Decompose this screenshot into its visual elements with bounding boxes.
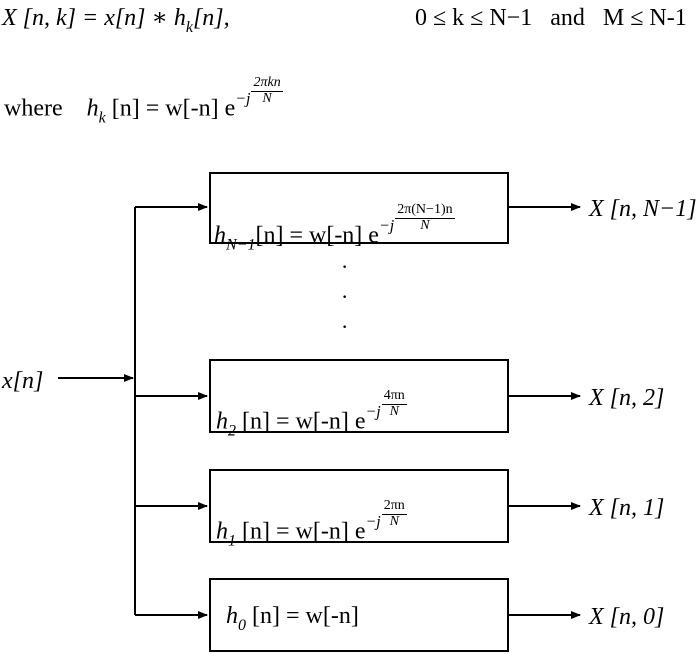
filter-h: h	[214, 222, 226, 249]
filter-exponent: −j	[365, 513, 381, 531]
output-label-n-1: X [n, N−1]	[589, 196, 697, 222]
ellipsis-dot-3: ·	[341, 314, 349, 339]
eq1-rhs: x[n] ∗ h	[104, 5, 186, 31]
ellipsis-dot-1: ·	[341, 254, 349, 279]
filter-fraction-num: 2π(N−1)n	[395, 202, 455, 219]
filter-body: [n] = w[-n]	[246, 603, 359, 629]
eq2-h: h	[86, 95, 99, 122]
filter-box-2	[209, 359, 509, 433]
eq2-subscript: k	[98, 109, 106, 127]
filter-exponent: −j	[365, 403, 381, 421]
filter-fraction-den: N	[420, 217, 430, 233]
filter-fraction-den: N	[389, 513, 399, 529]
eq2-where: where	[4, 95, 63, 122]
filter-subscript: 1	[228, 532, 236, 550]
filter-fraction-num: 2πn	[381, 498, 407, 515]
filter-body: [n] = w[-n] e	[255, 222, 379, 249]
eq1-lhs: X [n, k] =	[2, 5, 99, 31]
ellipsis-dot-2: ·	[341, 284, 349, 309]
eq2-fraction-num: 2πkn	[251, 75, 283, 92]
eq2-exponent: −j	[235, 90, 251, 108]
filter-h: h	[226, 603, 238, 629]
input-label: x[n]	[2, 368, 44, 394]
filter-subscript: N−1	[226, 236, 256, 254]
filter-subscript: 2	[228, 422, 236, 440]
output-label-0: X [n, 0]	[589, 604, 665, 630]
filter-box-0	[209, 578, 509, 652]
eq2-body: [n] = w[-n] e	[111, 95, 236, 122]
equation-condition: 0 ≤ k ≤ N−1 and M ≤ N-1	[415, 6, 687, 30]
filter-exponent: −j	[378, 217, 395, 235]
output-label-1: X [n, 1]	[589, 495, 665, 521]
eq1-condition: 0 ≤ k ≤ N−1 and M ≤ N-1	[415, 5, 687, 31]
output-label-2: X [n, 2]	[589, 385, 665, 411]
filter-subscript: 0	[238, 617, 246, 634]
filter-fraction-den: N	[389, 403, 399, 419]
eq1-tail: [n],	[192, 5, 230, 31]
filter-body: [n] = w[-n] e	[236, 518, 366, 545]
filter-h: h	[216, 408, 228, 435]
eq2-fraction-den: N	[262, 90, 272, 106]
filter-body: [n] = w[-n] e	[236, 408, 366, 435]
filter-fraction-num: 4πn	[381, 388, 407, 405]
filter-text-0: h0 [n] = w[-n]	[226, 604, 359, 634]
filter-box-n-1	[209, 172, 509, 244]
filter-h: h	[216, 518, 228, 545]
filter-box-1	[209, 469, 509, 543]
eq1-subscript: k	[185, 19, 193, 36]
equation-stft-definition: X [n, k] = x[n] ∗ hk[n],	[2, 6, 230, 36]
